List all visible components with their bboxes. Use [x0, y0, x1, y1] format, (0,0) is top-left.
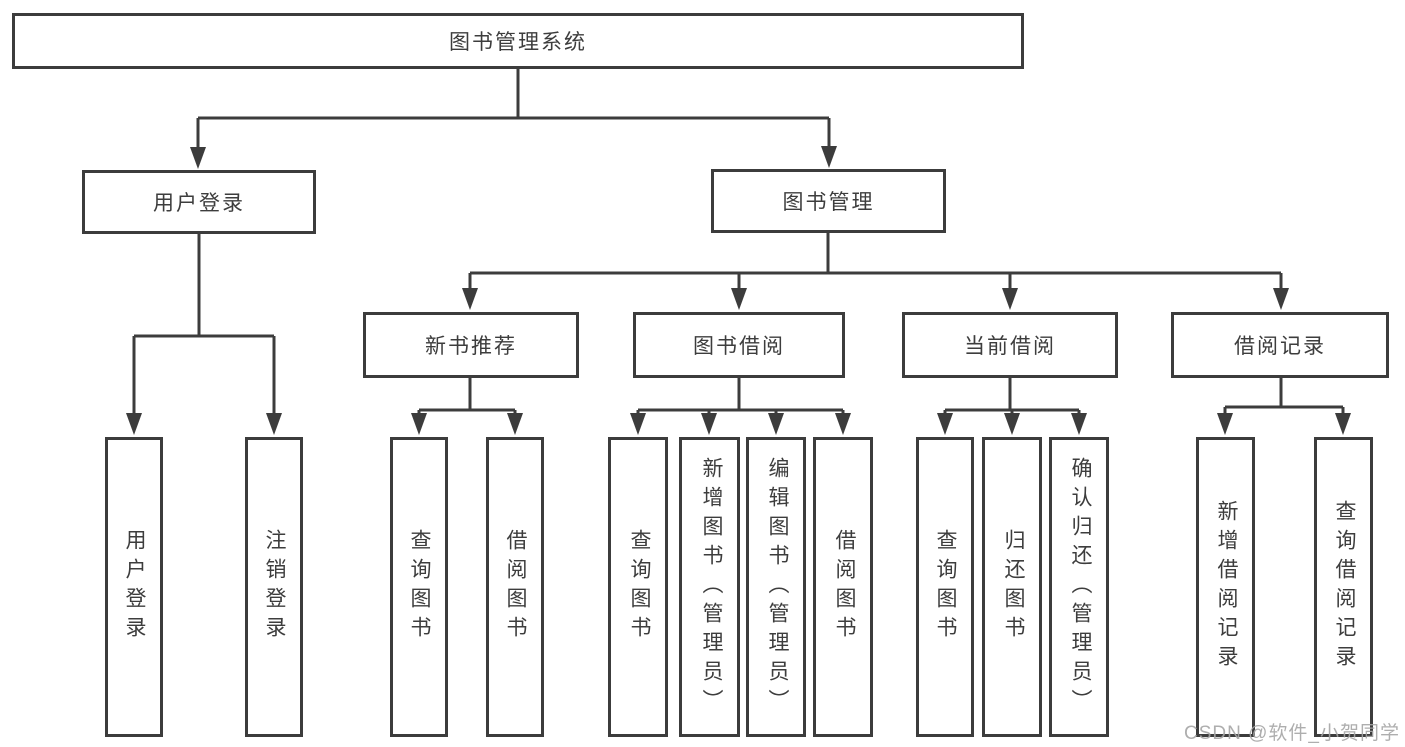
node-current-borrowing: 当前借阅	[902, 312, 1118, 378]
leaf-borrow-books-recommend: 借阅图书	[486, 437, 544, 737]
leaf-borrow-books: 借阅图书	[813, 437, 873, 737]
node-library-management-system: 图书管理系统	[12, 13, 1024, 69]
leaf-query-books-borrow: 查询图书	[608, 437, 668, 737]
csdn-watermark: CSDN @软件_小贺同学	[1184, 723, 1400, 744]
node-book-borrowing: 图书借阅	[633, 312, 845, 378]
leaf-edit-books-admin: 编辑图书（管理员）	[746, 437, 806, 737]
leaf-query-books-recommend: 查询图书	[390, 437, 448, 737]
leaf-query-books-current: 查询图书	[916, 437, 974, 737]
leaf-logout: 注销登录	[245, 437, 303, 737]
leaf-query-borrow-record: 查询借阅记录	[1314, 437, 1373, 737]
node-borrowing-records: 借阅记录	[1171, 312, 1389, 378]
leaf-confirm-return-admin: 确认归还（管理员）	[1049, 437, 1109, 737]
node-user-login: 用户登录	[82, 170, 316, 234]
leaf-add-borrow-record: 新增借阅记录	[1196, 437, 1255, 737]
node-book-management: 图书管理	[711, 169, 946, 233]
leaf-add-books-admin: 新增图书（管理员）	[679, 437, 740, 737]
arrowhead-icons	[126, 146, 1351, 435]
node-new-book-recommendation: 新书推荐	[363, 312, 579, 378]
leaf-return-books: 归还图书	[982, 437, 1042, 737]
leaf-user-login: 用户登录	[105, 437, 163, 737]
